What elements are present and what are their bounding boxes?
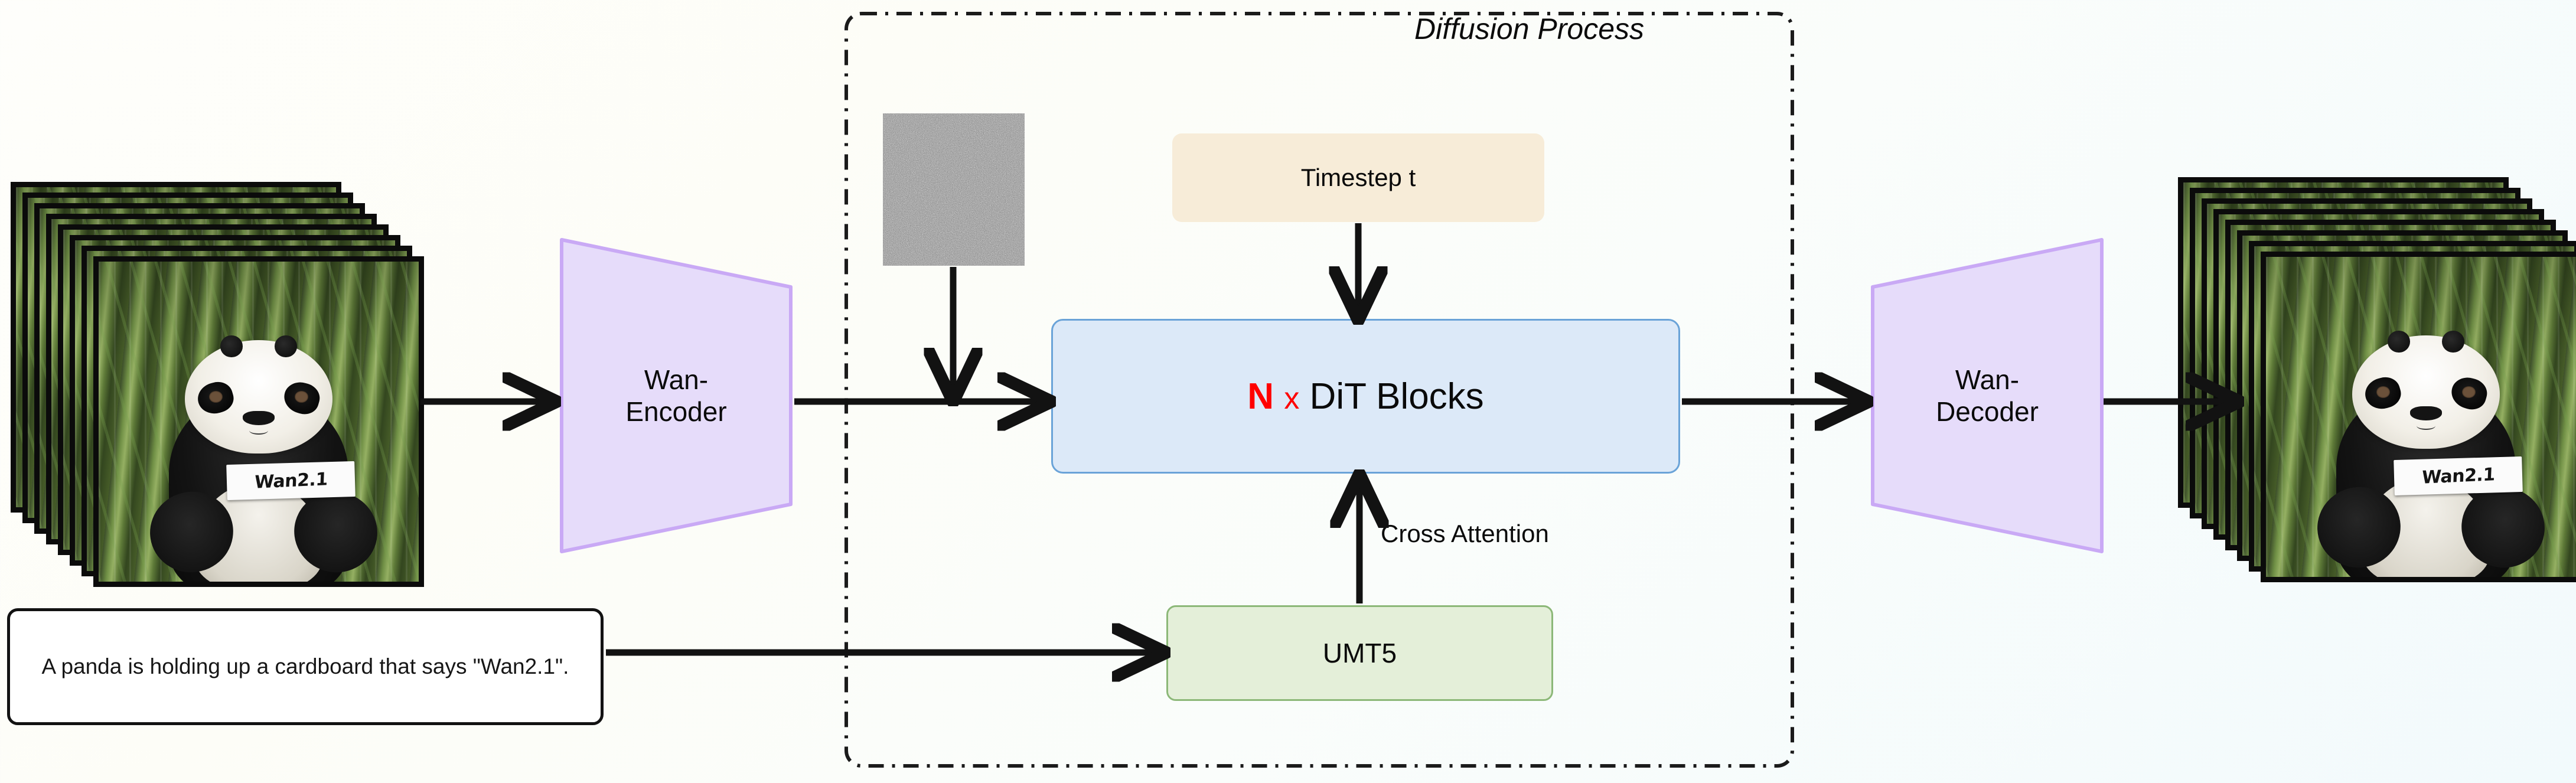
- prompt-text-box[interactable]: A panda is holding up a cardboard that s…: [7, 608, 604, 725]
- umt5-label: UMT5: [1322, 638, 1397, 668]
- panda-mouth: [2416, 422, 2436, 430]
- dit-blocks-label: DiT Blocks: [1309, 376, 1484, 417]
- panda-pupil-left: [2376, 386, 2390, 399]
- panda-mouth: [249, 426, 269, 435]
- panda-illustration: Wan2.1: [99, 335, 419, 582]
- prompt-text: A panda is holding up a cardboard that s…: [41, 654, 569, 678]
- panda-ear-right: [275, 335, 297, 357]
- video-frame-front: Wan2.1: [2261, 252, 2576, 582]
- panda-pupil-left: [208, 391, 223, 403]
- video-frame-front: Wan2.1: [93, 256, 424, 587]
- dit-repeat-count: N: [1247, 376, 1274, 417]
- wan-encoder-node[interactable]: Wan- Encoder: [558, 236, 794, 555]
- cross-attention-label: Cross Attention: [1381, 520, 1549, 547]
- umt5-node[interactable]: UMT5: [1166, 605, 1553, 701]
- noise-latent-patch: [883, 113, 1025, 266]
- output-video-frame-stack: Wan2.1: [2178, 177, 2576, 585]
- panda-ear-left: [2388, 331, 2410, 353]
- wan-decoder-node[interactable]: Wan- Decoder: [1869, 236, 2105, 555]
- dit-blocks-node[interactable]: N x DiT Blocks: [1051, 319, 1680, 474]
- panda-nose: [2409, 406, 2443, 421]
- dit-blocks-label-group: N x DiT Blocks: [1247, 376, 1483, 417]
- timestep-node[interactable]: Timestep t: [1172, 133, 1544, 222]
- diffusion-process-title: Diffusion Process: [1414, 12, 1645, 45]
- cardboard-sign-text: Wan2.1: [2421, 464, 2495, 488]
- wan-encoder-shape: [560, 238, 793, 553]
- input-video-frame-stack: Wan2.1: [11, 182, 424, 589]
- dit-multiply-symbol: x: [1284, 381, 1300, 416]
- panda-nose: [242, 411, 275, 426]
- panda-pupil-right: [295, 391, 309, 403]
- wan-decoder-shape: [1871, 238, 2104, 553]
- cardboard-sign-text: Wan2.1: [253, 469, 328, 493]
- cardboard-sign: Wan2.1: [2393, 456, 2523, 496]
- panda-ear-left: [220, 335, 243, 357]
- panda-pupil-right: [2462, 386, 2476, 399]
- noise-texture: [883, 113, 1025, 266]
- panda-ear-right: [2442, 331, 2464, 353]
- timestep-label: Timestep t: [1300, 164, 1416, 191]
- cardboard-sign: Wan2.1: [226, 461, 356, 501]
- panda-illustration: Wan2.1: [2266, 331, 2576, 577]
